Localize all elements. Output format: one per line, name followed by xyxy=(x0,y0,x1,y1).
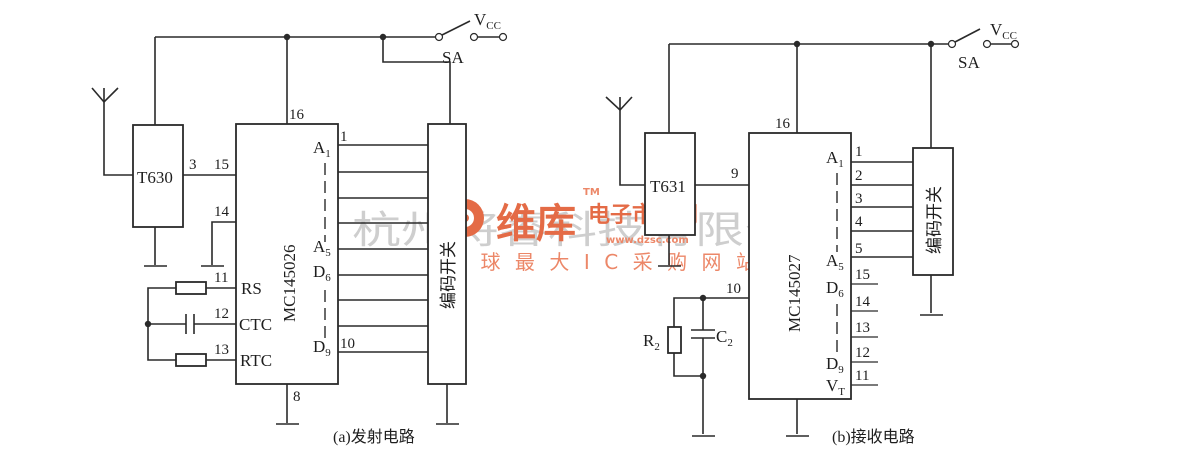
pin-9-b: 9 xyxy=(731,166,739,182)
d6-label-b: D6 xyxy=(826,278,844,300)
bus-lines-a xyxy=(338,144,428,353)
pin-16-b: 16 xyxy=(775,116,791,132)
pin-1-b: 1 xyxy=(855,144,863,160)
d9-label-b: D9 xyxy=(826,354,844,376)
watermark-tm: TM xyxy=(583,187,600,198)
sa-label-b: SA xyxy=(958,53,980,72)
r2-label: R2 xyxy=(643,331,660,353)
pin-3-b: 3 xyxy=(855,191,863,207)
coding-switch-label-b: 编码开关 xyxy=(925,186,944,254)
coding-switch-b xyxy=(912,147,954,276)
mc145027-label: MC145027 xyxy=(785,254,804,332)
t631-label: T631 xyxy=(650,177,686,196)
c2-label: C2 xyxy=(716,327,733,349)
pin-3-a: 3 xyxy=(189,157,197,173)
a5-label-b: A5 xyxy=(826,251,844,273)
pin-11-b: 11 xyxy=(855,368,869,384)
pin-8-a: 8 xyxy=(293,389,301,405)
pin-5-b: 5 xyxy=(855,241,863,257)
caption-a: (a)发射电路 xyxy=(333,428,415,446)
t630-module xyxy=(132,124,184,228)
transmitter-circuit: SA VCC T630 3 15 MC145026 16 14 xyxy=(91,10,508,446)
bus-lines-b xyxy=(851,161,913,386)
resistor-rtc xyxy=(175,353,207,367)
t630-label: T630 xyxy=(137,168,173,187)
pin-10-a: 10 xyxy=(340,336,355,352)
mc145027-ic xyxy=(748,132,852,400)
pin-12-b: 12 xyxy=(855,345,870,361)
pin-14-b: 14 xyxy=(855,294,871,310)
pin-10-b: 10 xyxy=(726,281,741,297)
pin-11-a: 11 xyxy=(214,270,228,286)
receiver-circuit: SA VCC T631 9 MC145027 16 10 R2 C2 xyxy=(605,20,1020,446)
vcc-label-b: VCC xyxy=(990,20,1017,42)
watermark-url: www.dzsc.com xyxy=(606,235,689,246)
pin-16-a: 16 xyxy=(289,107,305,123)
pin-4-b: 4 xyxy=(855,214,863,230)
rs-label: RS xyxy=(241,279,262,298)
watermark-slogan: 全球最大IC采购网站 xyxy=(446,250,756,274)
caption-b: (b)接收电路 xyxy=(832,428,915,446)
vt-label-b: VT xyxy=(826,376,845,398)
a1-label-b: A1 xyxy=(826,148,844,170)
pin-13-a: 13 xyxy=(214,342,229,358)
d9-label-a: D9 xyxy=(313,337,331,359)
resistor-rs xyxy=(175,281,207,295)
pin-15-a: 15 xyxy=(214,157,229,173)
sa-label-a: SA xyxy=(442,48,464,67)
d6-label-a: D6 xyxy=(313,262,331,284)
vcc-label-a: VCC xyxy=(474,10,501,32)
t631-module xyxy=(644,132,696,236)
resistor-r2 xyxy=(667,326,682,354)
rtc-label: RTC xyxy=(240,351,272,370)
watermark-brand: 维库 xyxy=(496,201,576,247)
pin-2-b: 2 xyxy=(855,168,863,184)
coding-switch-a xyxy=(427,123,467,385)
pin-15-b: 15 xyxy=(855,267,870,283)
pin-13-b: 13 xyxy=(855,320,870,336)
antenna-icon xyxy=(91,87,133,176)
a5-label-a: A5 xyxy=(313,237,331,259)
switch-sa-b xyxy=(947,28,1020,49)
antenna-icon xyxy=(605,96,645,186)
switch-sa-a xyxy=(434,20,508,42)
pin-12-a: 12 xyxy=(214,306,229,322)
a1-label-a: A1 xyxy=(313,138,331,160)
ctc-label: CTC xyxy=(239,315,272,334)
pin-1-a: 1 xyxy=(340,129,348,145)
mc145026-ic xyxy=(235,123,339,385)
mc145026-label: MC145026 xyxy=(280,245,299,322)
coding-switch-label-a: 编码开关 xyxy=(439,241,458,309)
pin-14-a: 14 xyxy=(214,204,230,220)
